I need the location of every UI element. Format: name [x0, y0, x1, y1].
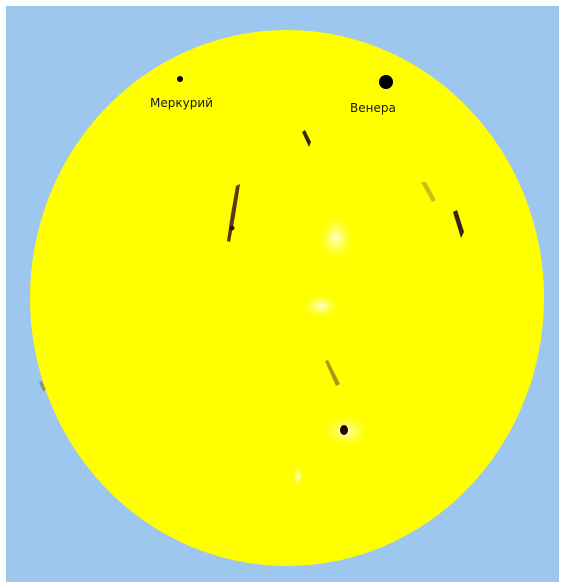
facula	[299, 292, 343, 320]
sunspot	[39, 381, 46, 391]
sunspot	[453, 210, 464, 238]
facula	[292, 462, 304, 490]
venus-disk	[379, 75, 393, 89]
sunspot	[340, 425, 348, 435]
mercury-label: Меркурий	[150, 96, 213, 110]
sunspot	[302, 130, 311, 147]
sun-illustration	[30, 30, 544, 566]
sunspot	[229, 225, 235, 231]
sunspot	[325, 360, 340, 386]
sun-disk	[30, 30, 544, 566]
facula	[316, 212, 356, 264]
venus-label: Венера	[350, 101, 396, 115]
sunspot	[421, 182, 436, 202]
mercury-disk	[177, 76, 183, 82]
